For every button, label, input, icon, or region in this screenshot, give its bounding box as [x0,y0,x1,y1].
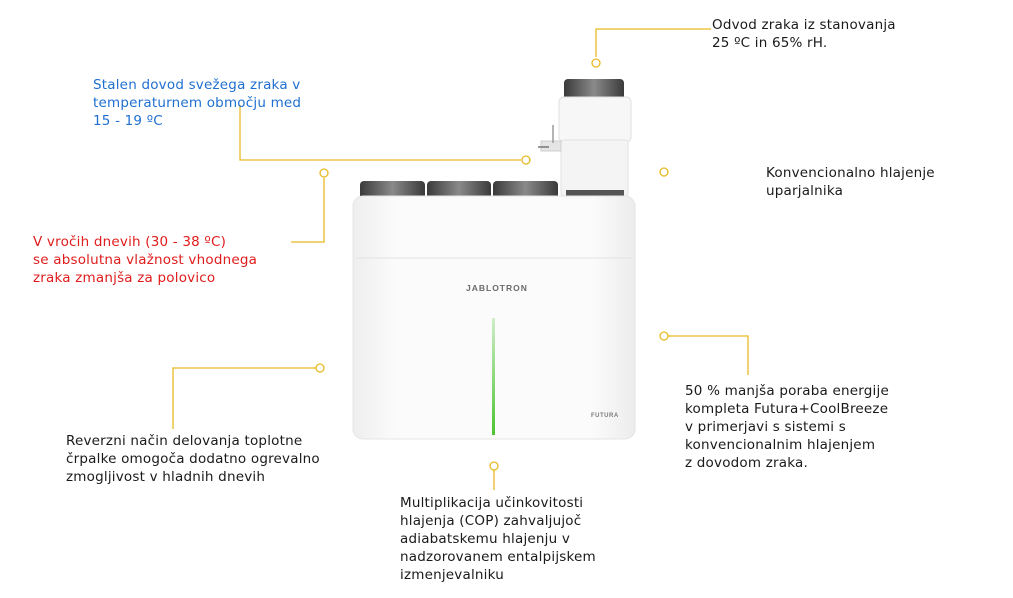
callout-cop: Multiplikacija učinkovitosti hlajenja (C… [400,495,596,583]
callout-exhaust: Odvod zraka iz stanovanja 25 ºC in 65% r… [712,17,896,51]
callout-energy: 50 % manjša poraba energije kompleta Fut… [685,383,889,471]
coolbreeze-module [538,79,632,198]
callout-lines [172,28,749,490]
model-label: FUTURA [591,413,619,419]
main-unit-body [352,195,636,440]
status-led-strip [492,318,495,435]
callout-dots [315,58,669,471]
callout-conventional: Konvencionalno hlajenje uparjalnika [766,165,935,199]
brand-logo: JABLOTRON [466,283,528,293]
callout-reverse: Reverzni način delovanja toplotne črpalk… [66,433,320,485]
callout-fresh-air: Stalen dovod svežega zraka v temperaturn… [93,77,302,129]
callout-hot-days: V vročih dnevih (30 - 38 ºC) se absolutn… [33,234,258,286]
